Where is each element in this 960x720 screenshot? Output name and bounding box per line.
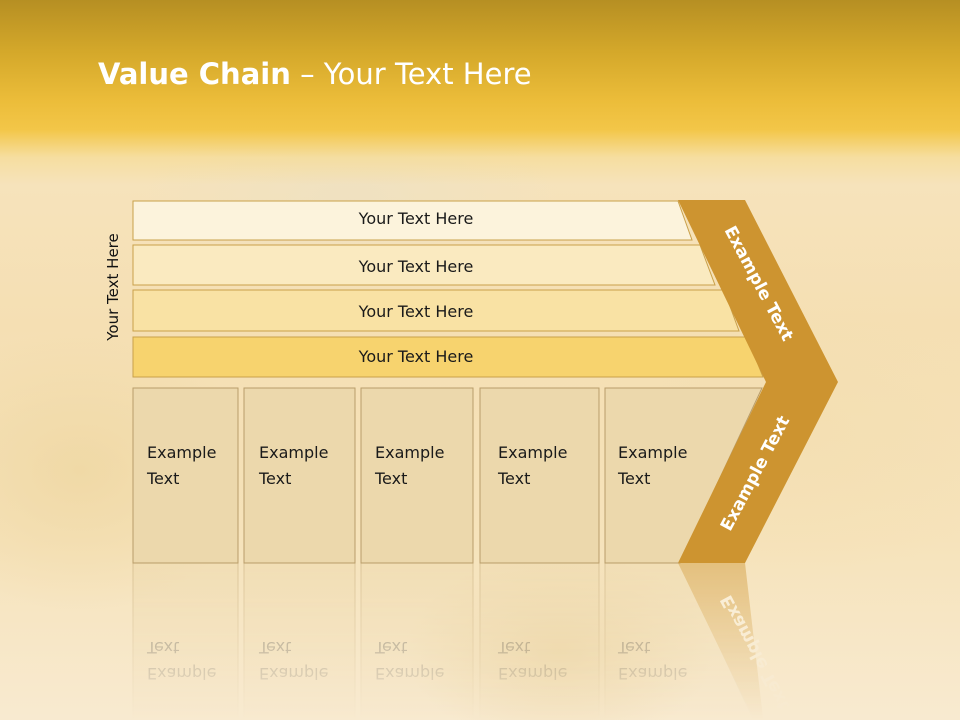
box-4-shape bbox=[479, 387, 600, 564]
box-5-line1: Example bbox=[618, 443, 687, 462]
title-bold: Value Chain bbox=[98, 57, 291, 91]
diagram-reflection: Example Text Example Text Example Text E… bbox=[132, 562, 794, 720]
bar-2-label: Your Text Here bbox=[358, 257, 474, 276]
reflection-chevron bbox=[678, 563, 764, 720]
title-rest: – Your Text Here bbox=[290, 57, 532, 91]
bar-1-shape bbox=[132, 200, 693, 241]
reflection-box-4-line2: Text bbox=[497, 638, 530, 657]
box-3-line2: Text bbox=[374, 469, 407, 488]
reflection-box-4-line1: Example bbox=[498, 664, 567, 683]
reflection-box-1-line2: Text bbox=[146, 638, 179, 657]
slide-title: Value Chain – Your Text Here bbox=[98, 54, 532, 94]
bar-2-shape bbox=[132, 244, 716, 286]
bar-4: Your Text Here bbox=[132, 336, 764, 378]
box-2-shape bbox=[243, 387, 356, 564]
box-5-line2: Text bbox=[617, 469, 650, 488]
bar-1-label: Your Text Here bbox=[358, 209, 474, 228]
bar-3-shape bbox=[132, 289, 740, 332]
box-2-line1: Example bbox=[259, 443, 328, 462]
reflection-box-4 bbox=[479, 562, 600, 720]
reflection-box-1-line1: Example bbox=[147, 664, 216, 683]
title-band bbox=[0, 0, 960, 185]
bar-3-label: Your Text Here bbox=[358, 302, 474, 321]
bar-2: Your Text Here bbox=[132, 244, 716, 286]
reflection-box-2 bbox=[243, 562, 356, 720]
box-1-shape bbox=[132, 387, 239, 564]
box-1: Example Text bbox=[132, 387, 239, 564]
box-2-line2: Text bbox=[258, 469, 291, 488]
box-1-line1: Example bbox=[147, 443, 216, 462]
reflection-box-5-line2: Text bbox=[617, 638, 650, 657]
bar-3: Your Text Here bbox=[132, 289, 740, 332]
bar-1: Your Text Here bbox=[132, 200, 693, 241]
reflection-box-2-line1: Example bbox=[259, 664, 328, 683]
box-4-line2: Text bbox=[497, 469, 530, 488]
reflection-box-3-line1: Example bbox=[375, 664, 444, 683]
box-4-line1: Example bbox=[498, 443, 567, 462]
reflection-box-1 bbox=[132, 562, 239, 720]
box-3-line1: Example bbox=[375, 443, 444, 462]
reflection-box-3-line2: Text bbox=[374, 638, 407, 657]
box-2: Example Text bbox=[243, 387, 356, 564]
box-1-line2: Text bbox=[146, 469, 179, 488]
chevron-shape bbox=[678, 200, 838, 563]
reflection-box-5-line1: Example bbox=[618, 664, 687, 683]
bar-4-label: Your Text Here bbox=[358, 347, 474, 366]
box-3: Example Text bbox=[360, 387, 474, 564]
reflection-box-2-line2: Text bbox=[258, 638, 291, 657]
reflection-box-3 bbox=[360, 562, 474, 720]
box-5: Example Text bbox=[604, 387, 763, 564]
box-4: Example Text bbox=[479, 387, 600, 564]
bar-4-shape bbox=[132, 336, 764, 378]
box-3-shape bbox=[360, 387, 474, 564]
